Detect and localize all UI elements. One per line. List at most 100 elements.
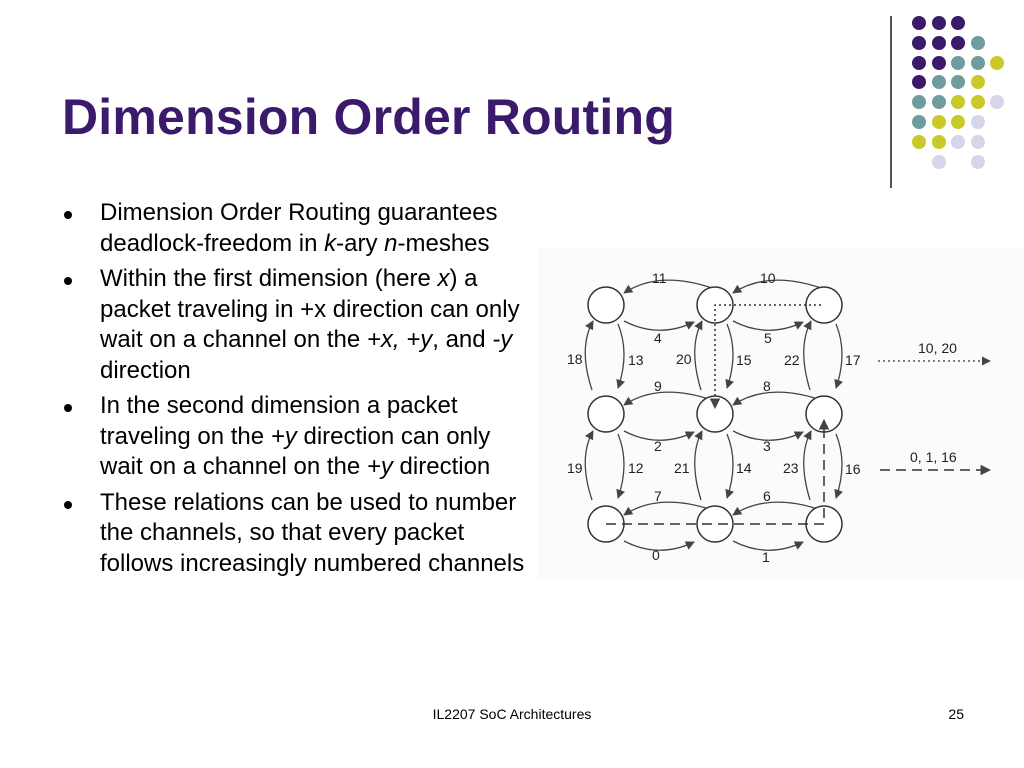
decor-dot <box>912 75 926 90</box>
channel-label: 4 <box>654 330 662 346</box>
bullet-marker <box>64 404 72 412</box>
channel-label: 3 <box>763 438 771 454</box>
route-dotted-10-20 <box>709 304 821 410</box>
channel-label: 1 <box>762 549 770 565</box>
channel-21 <box>694 430 703 501</box>
bullet-text: Within the first dimension (here <box>100 265 438 292</box>
bullet-marker <box>64 500 72 509</box>
channel-14 <box>725 433 734 499</box>
channel-10 <box>732 279 822 294</box>
channel-label: 2 <box>654 438 662 454</box>
decor-dot <box>951 115 965 129</box>
channel-label: 10 <box>760 270 776 286</box>
decor-dot <box>951 35 965 50</box>
channel-label: 11 <box>652 270 667 286</box>
router-2-2 <box>805 286 843 324</box>
channel-label: 8 <box>763 378 771 394</box>
decor-dot <box>912 115 926 129</box>
bullet-text: In the second dimension a packet traveli… <box>100 392 458 450</box>
decor-dot <box>931 35 946 50</box>
page-number: 25 <box>948 706 964 722</box>
decor-dot <box>931 55 946 70</box>
channel-6 <box>732 501 822 516</box>
channel-9 <box>623 391 713 406</box>
channel-label: 9 <box>654 378 662 394</box>
bullet-text: , and <box>432 326 493 353</box>
bullet-text: direction <box>392 453 491 480</box>
footer-course-title: IL2207 SoC Architectures <box>432 706 592 722</box>
channel-1 <box>732 540 804 551</box>
title-divider-line <box>890 16 892 188</box>
decor-dot <box>951 55 965 70</box>
bullet-text: direction <box>100 356 191 384</box>
channel-22 <box>803 320 812 391</box>
channel-label: 16 <box>845 461 861 477</box>
bullet-text-italic: n <box>384 229 398 257</box>
bullet-text-italic: -y <box>492 326 513 353</box>
legend-label-dotted: 10, 20 <box>918 340 957 356</box>
bullet-text: These relations can be used to number th… <box>100 488 525 577</box>
bullet-text: direction can only wait on a channel on … <box>100 422 491 481</box>
bullet-marker <box>64 211 72 219</box>
channel-23 <box>803 430 812 501</box>
bullet-item: Within the first dimension (here x) a pa… <box>60 264 530 386</box>
channel-17 <box>834 323 843 389</box>
channel-15 <box>725 323 734 389</box>
decor-dot <box>951 95 965 110</box>
bullet-text: -ary <box>336 229 385 257</box>
bullet-item: These relations can be used to number th… <box>60 488 530 580</box>
decor-dot <box>951 134 965 149</box>
decor-dot <box>912 55 926 70</box>
bullet-text-italic: +y <box>270 422 297 450</box>
channel-label: 19 <box>567 460 583 476</box>
decor-dot <box>970 35 985 50</box>
channel-19 <box>584 430 594 501</box>
channel-3 <box>732 430 804 441</box>
bullet-text-italic: +y <box>366 453 393 480</box>
channel-4 <box>623 320 695 331</box>
route-dashed-0-1-16 <box>606 418 830 525</box>
channel-18 <box>584 320 594 391</box>
decor-dot <box>931 134 946 149</box>
decor-dot <box>970 95 985 110</box>
legend-label-dashed: 0, 1, 16 <box>910 449 957 465</box>
channel-12 <box>616 433 625 499</box>
channel-8 <box>732 391 822 406</box>
decor-dot <box>970 75 985 90</box>
decor-dot <box>931 115 946 129</box>
decor-dot <box>951 16 965 30</box>
channel-label: 0 <box>652 547 660 563</box>
channel-13 <box>616 323 625 389</box>
bullet-list: Dimension Order Routing guarantees deadl… <box>60 198 530 584</box>
router-1-1 <box>696 395 734 433</box>
channel-11 <box>623 279 713 294</box>
channel-label: 21 <box>674 460 690 476</box>
bullet-text-italic: k <box>324 229 337 257</box>
decor-dot <box>912 16 926 30</box>
router-0-1 <box>587 395 625 433</box>
bullet-text-italic: +x, +y <box>366 326 433 353</box>
router-0-2 <box>587 286 625 324</box>
bullet-item: In the second dimension a packet traveli… <box>60 391 530 483</box>
channel-label: 12 <box>628 460 644 476</box>
bullet-text: Dimension Order Routing guarantees deadl… <box>100 199 498 257</box>
decor-dot <box>970 134 985 149</box>
slide-title: Dimension Order Routing <box>62 89 675 145</box>
mesh-routing-diagram: 11 10 4 5 18 13 20 15 22 17 9 8 2 3 19 1… <box>538 248 1024 580</box>
decor-dot <box>970 154 985 169</box>
channel-5 <box>732 320 804 331</box>
channel-label: 6 <box>763 488 771 504</box>
decor-dot <box>970 115 985 129</box>
decor-dot <box>931 16 946 30</box>
bullet-text-italic: x <box>437 265 450 292</box>
decor-dot <box>951 75 965 90</box>
bullet-marker <box>64 277 72 285</box>
channel-label: 17 <box>845 352 861 368</box>
channel-label: 18 <box>567 351 583 367</box>
decor-dot <box>931 154 946 169</box>
decor-dot <box>990 55 1004 70</box>
channel-0 <box>623 540 695 551</box>
channel-label: 20 <box>676 351 692 367</box>
channel-16 <box>834 433 843 499</box>
bullet-text: ) a packet traveling in +x direction can… <box>100 265 520 353</box>
